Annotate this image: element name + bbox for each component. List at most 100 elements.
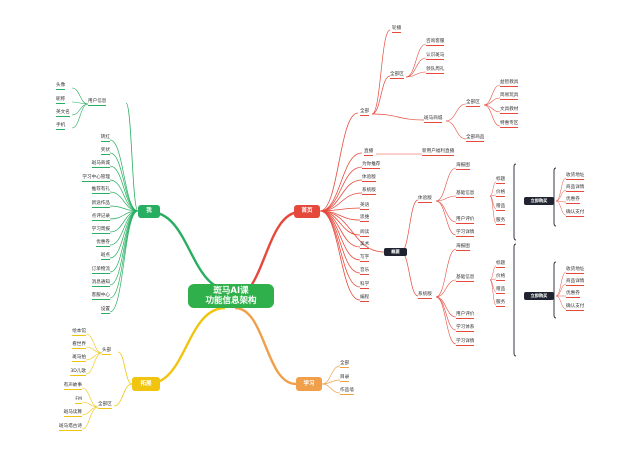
system-buy-item-0: 收货地址 xyxy=(566,267,585,274)
study-item-connector xyxy=(321,383,341,394)
system-info-connector xyxy=(489,278,497,281)
allzone-item-0: 咨询客服 xyxy=(426,39,445,46)
user-field-3: 手机 xyxy=(56,123,66,130)
ext-head-item-2: 斑马拍 xyxy=(72,355,86,362)
system-buy-connector xyxy=(555,271,567,297)
home-allzone: 全部区 xyxy=(390,72,404,79)
ext-all-item-0: 有声故事 xyxy=(63,383,82,390)
ext-head: 头部 xyxy=(102,348,112,355)
mall-to-goods xyxy=(445,120,467,140)
mall-all-item-2: 文具教材 xyxy=(500,107,519,114)
home-subject-connector xyxy=(319,210,361,301)
trial-buy-item-2: 优惠券 xyxy=(566,197,580,204)
system-sub-4: 学习详情 xyxy=(456,339,475,346)
me-item-connector xyxy=(109,179,139,212)
me-item-9: 斑点 xyxy=(100,253,110,260)
mall-all-item-1: 简易玩具 xyxy=(500,93,519,100)
system-label: 系统版 xyxy=(418,292,432,299)
all-to-mall xyxy=(371,113,425,121)
system-buy-connector xyxy=(555,283,567,297)
system-info-3: 服务 xyxy=(496,300,506,307)
system-info-connector xyxy=(489,265,497,281)
system-buy-button[interactable]: 立即购买 xyxy=(524,292,554,300)
system-bracket xyxy=(513,243,517,357)
system-buy-bracket xyxy=(553,261,557,319)
trial-sub-connector xyxy=(435,167,457,202)
allzone-connector xyxy=(405,43,427,78)
ext-all-item-2: 斑马读算 xyxy=(63,410,82,417)
home-to-overview xyxy=(319,210,385,253)
ext-all-connector xyxy=(81,401,99,408)
system-info-2: 赠品 xyxy=(496,287,506,294)
trial-buy-connector xyxy=(555,177,567,202)
me-node[interactable]: 我 xyxy=(138,205,160,218)
all-to-allzone xyxy=(371,75,391,115)
me-item-3: 学习中心管理 xyxy=(82,175,110,182)
trial-buy-bracket xyxy=(553,167,557,227)
mall-all-item-0: 益智教具 xyxy=(500,80,519,87)
home-mid-item-1: 体验版 xyxy=(362,175,376,182)
mall-all-connector xyxy=(483,104,501,127)
system-buy-item-3: 确认支付 xyxy=(566,304,585,311)
me-item-0: 转红 xyxy=(100,135,110,142)
user-field-connector xyxy=(71,101,89,105)
home-subject-7: 编程 xyxy=(360,295,370,302)
system-info-connector xyxy=(489,279,497,306)
me-item-4: 推荐有礼 xyxy=(91,187,110,194)
ext-head-item-0: 绘本馆 xyxy=(72,329,86,336)
system-sub-connector xyxy=(435,296,457,331)
home-roll: 轮播 xyxy=(392,26,402,33)
trial-sub-connector xyxy=(435,200,457,236)
user-field-connector xyxy=(71,103,89,116)
home-node[interactable]: 首页 xyxy=(294,205,320,218)
ext-head-connector xyxy=(85,333,103,354)
me-item-5: 新途作品 xyxy=(91,201,110,208)
system-sub-3: 学习体系 xyxy=(456,325,475,332)
trial-info-connector xyxy=(489,195,497,224)
system-info-0: 标题 xyxy=(496,261,506,268)
study-item-connector xyxy=(321,365,341,385)
overview-node[interactable]: 概要 xyxy=(384,248,407,256)
home-live: 直播 xyxy=(364,149,374,156)
mall-allzone: 全部区 xyxy=(466,100,480,107)
ext-all-item-3: 斑马塔古诗 xyxy=(59,424,82,431)
trial-buy-connector xyxy=(555,200,567,203)
system-sub-2: 用户评价 xyxy=(456,312,475,319)
trial-sub-3: 学习详情 xyxy=(456,230,475,237)
trial-bracket xyxy=(513,163,517,241)
ext-head-item-3: 3D儿歌 xyxy=(70,369,86,376)
me-item-connector xyxy=(109,210,139,259)
home-subject-2: 阅读 xyxy=(360,230,370,237)
study-item-2: 作品墙 xyxy=(340,388,354,395)
study-node[interactable]: 学习 xyxy=(296,377,322,391)
me-item-10: 订单物流 xyxy=(91,267,110,274)
allzone-item-2: 领队周礼 xyxy=(426,67,445,74)
home-subject-6: 科学 xyxy=(360,282,370,289)
allzone-connector xyxy=(405,57,427,78)
ext-to-head xyxy=(117,351,133,385)
trial-buy-button[interactable]: 立即购买 xyxy=(524,197,554,205)
root-title-line: 斑马AI课 xyxy=(213,286,249,296)
branch-study xyxy=(234,306,297,386)
system-sub-connector xyxy=(435,296,457,345)
me-item-7: 学习周报 xyxy=(91,227,110,234)
system-buy-item-1: 商品详情 xyxy=(566,279,585,286)
user-field-1: 昵称 xyxy=(56,97,66,104)
live-item: 新用户福利直播 xyxy=(422,149,455,156)
trial-info-connector xyxy=(489,181,497,197)
trial-sub-2: 用户评价 xyxy=(456,217,475,224)
home-subject-0: 英语 xyxy=(360,203,370,210)
system-sub-1: 基础信息 xyxy=(456,275,475,282)
home-subject-1: 思维 xyxy=(360,215,370,222)
me-item-11: 消息通知 xyxy=(91,280,110,287)
allzone-connector xyxy=(405,71,427,78)
me-item-connector xyxy=(109,210,139,299)
allzone-item-1: 认识斑马 xyxy=(426,53,445,60)
study-item-1: 目录 xyxy=(340,375,350,382)
trial-buy-item-0: 收货地址 xyxy=(566,173,585,180)
ext-all-connector xyxy=(81,406,99,416)
me-item-connector xyxy=(109,210,139,246)
ext-node[interactable]: 拓展 xyxy=(132,377,160,391)
mall-all-item-3: 特惠专区 xyxy=(500,121,519,128)
root-node[interactable]: 斑马AI课功能信息架构 xyxy=(188,284,274,308)
